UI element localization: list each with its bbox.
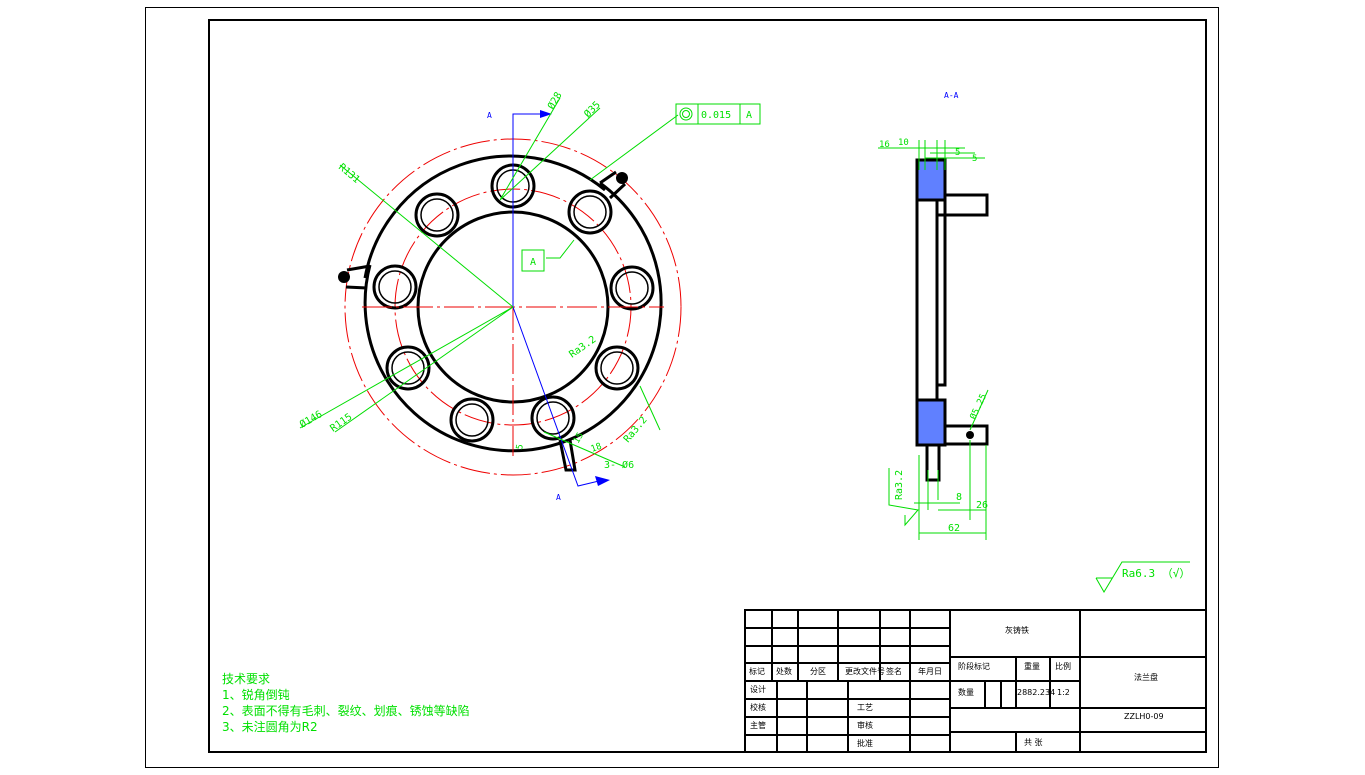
weight-value: 2882.234 (1017, 688, 1055, 697)
role-process: 工艺 (857, 703, 873, 712)
section-a-label-top: A (487, 111, 492, 120)
section-a-label-bottom: A (556, 493, 561, 502)
weight-label: 重量 (1024, 661, 1040, 671)
tech-req-title: 技术要求 (222, 672, 270, 686)
tolerance-value: 0.015 (701, 110, 731, 121)
roughness-outer: Ra3.2 (622, 415, 650, 445)
dim-holes: 3- Ø6 (604, 459, 634, 471)
dim-26: 26 (976, 500, 988, 511)
stage-value: 数量 (958, 687, 974, 697)
sheet-info: 共 张 (1024, 738, 1043, 747)
outer-border (145, 7, 1219, 768)
technical-requirements: 技术要求 1、锐角倒钝 2、表面不得有毛刺、裂纹、划痕、锈蚀等缺陷 3、未注圆角… (222, 672, 470, 734)
side-roughness: Ra3.2 (894, 470, 905, 500)
tech-req-item: 2、表面不得有毛刺、裂纹、划痕、锈蚀等缺陷 (222, 703, 470, 718)
section-view: A-A 16 10 5 5 Ø5.25 Ra3.2 8 26 62 (878, 91, 989, 540)
title-block-text: 灰铸铁 标记 处数 分区 更改文件号 签名 年月日 设计 校核 主管 批准 工艺… (749, 625, 1164, 748)
dim-r115: R115 (328, 412, 354, 435)
section-view-label: A-A (944, 91, 959, 100)
header-mark: 标记 (749, 666, 765, 676)
dim-16: 16 (879, 140, 890, 150)
stage-mark-label: 阶段标记 (958, 661, 990, 671)
role-check: 校核 (750, 702, 766, 712)
dim-d146: Ø146 (298, 408, 325, 430)
drawing-number: ZZLH0-09 (1124, 712, 1164, 721)
dim-10: 10 (898, 138, 909, 148)
role-approve: 批准 (857, 738, 873, 748)
role-design: 设计 (750, 684, 766, 694)
dim-18: 18 (590, 442, 604, 455)
dim-15: 15 (572, 431, 586, 445)
header-count: 处数 (776, 666, 792, 676)
dim-r131: R131 (336, 162, 362, 186)
tech-req-item: 3、未注圆角为R2 (222, 719, 318, 734)
part-name: 法兰盘 (1134, 672, 1158, 682)
scale-value: 1:2 (1057, 688, 1070, 697)
dim-5: 5 (515, 443, 526, 450)
dim-5a: 5 (955, 148, 960, 158)
dim-62: 62 (948, 523, 960, 534)
role-review: 审核 (857, 720, 873, 730)
default-roughness-text: Ra6.3 （√） (1122, 567, 1190, 580)
default-roughness: Ra6.3 （√） (1095, 561, 1190, 593)
drawing-frame (208, 19, 1207, 753)
header-change-no: 更改文件号 (845, 666, 885, 676)
title-block (744, 609, 1207, 753)
material: 灰铸铁 (1005, 625, 1029, 635)
datum-a-label: A (530, 257, 536, 268)
header-date: 年月日 (918, 666, 942, 676)
dim-5b: 5 (972, 154, 977, 164)
scale-label: 比例 (1055, 661, 1071, 671)
dim-d28: Ø28 (545, 90, 564, 112)
header-zone: 分区 (810, 667, 826, 676)
tolerance-datum: A (746, 110, 752, 121)
dim-8: 8 (956, 492, 962, 503)
dim-d525: Ø5.25 (968, 392, 989, 421)
tech-req-item: 1、锐角倒钝 (222, 688, 290, 702)
dim-d35: Ø35 (582, 99, 603, 120)
role-supervisor: 主管 (750, 720, 766, 730)
front-view: A A Ø28 Ø35 R131 Ø146 R115 Ra3.2 Ra3.2 3… (298, 90, 761, 502)
header-signature: 签名 (886, 666, 902, 676)
